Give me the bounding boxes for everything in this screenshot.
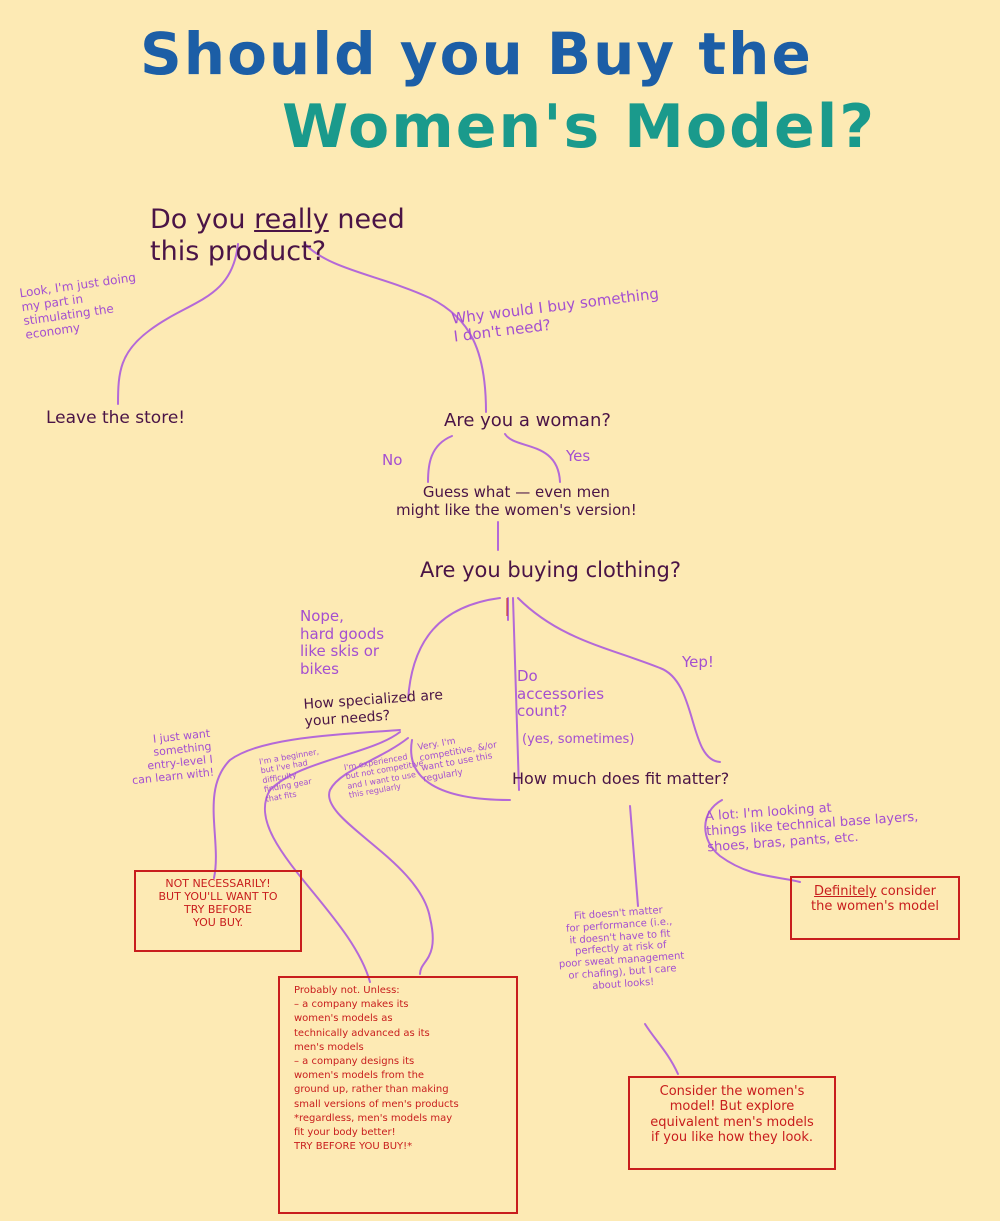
label-yep: Yep! [682, 653, 714, 671]
outcome-box-not-necessarily: NOT NECESSARILY! BUT YOU'LL WANT TO TRY … [134, 870, 302, 952]
connector-q5-fit [629, 805, 639, 907]
question-fit-matter: How much does fit matter? [512, 769, 730, 788]
title-line-2: Women's Model? [282, 92, 877, 162]
question-buying-clothing: Are you buying clothing? [420, 558, 682, 582]
connector-q3-left [407, 597, 501, 701]
outcome-box-probably-not: Probably not. Unless: – a company makes … [278, 976, 518, 1214]
outcome-box-definitely: Definitely consider the women's model [790, 876, 960, 940]
label-fit-a-lot: A lot: I'm looking at things like techni… [704, 800, 919, 856]
label-entry-level: I just want something entry-level I can … [131, 726, 215, 788]
title-line-1: Should you Buy the [140, 20, 813, 88]
label-fit-looks: Fit doesn't matter for performance (i.e.… [558, 905, 685, 992]
outcome-probably-not: Probably not. Unless: – a company makes … [294, 985, 459, 1153]
outcome-definitely: Definitely consider the women's model [792, 878, 958, 915]
outcome-box-consider: Consider the women's model! But explore … [628, 1076, 836, 1170]
connector-q2-yes [504, 433, 561, 483]
label-very-competitive: Very. I'm competitive, &/or want to use … [416, 736, 498, 785]
outcome-definitely-rest: consider the women's model [811, 884, 939, 915]
label-beginner: I'm a beginner, but I've had difficulty … [258, 747, 320, 804]
question-how-specialized: How specialized are your needs? [303, 687, 444, 730]
outcome-leave-store: Leave the store! [46, 408, 186, 428]
outcome-consider: Consider the women's model! But explore … [650, 1084, 814, 1145]
label-dont-need: Why would I buy something I don't need? [450, 284, 660, 346]
label-accessories-answer: (yes, sometimes) [522, 732, 635, 747]
question-are-you-woman: Are you a woman? [444, 410, 611, 431]
outcome-definitely-emphasis: Definitely [814, 884, 877, 899]
question-really-need: Do you really need this product? [150, 172, 405, 268]
label-no: No [382, 451, 403, 469]
outcome-not-necessarily: NOT NECESSARILY! BUT YOU'LL WANT TO TRY … [158, 877, 278, 929]
label-yes: Yes [566, 447, 591, 465]
q1-text-post: need this product? [150, 203, 405, 267]
connector-q2-no [427, 435, 453, 483]
label-hard-goods: Nope, hard goods like skis or bikes [300, 607, 385, 679]
statement-guess-what: Guess what — even men might like the wom… [396, 483, 637, 519]
label-stimulating-economy: Look, I'm just doing my part in stimulat… [18, 270, 137, 343]
label-accessories: Do accessories count? [517, 667, 605, 721]
label-experienced: I'm experienced but not competitive, and… [343, 752, 427, 801]
q1-text-emphasis: really [254, 203, 329, 235]
q1-text-pre: Do you [150, 203, 255, 235]
connector-q5-fit-out [644, 1023, 679, 1075]
